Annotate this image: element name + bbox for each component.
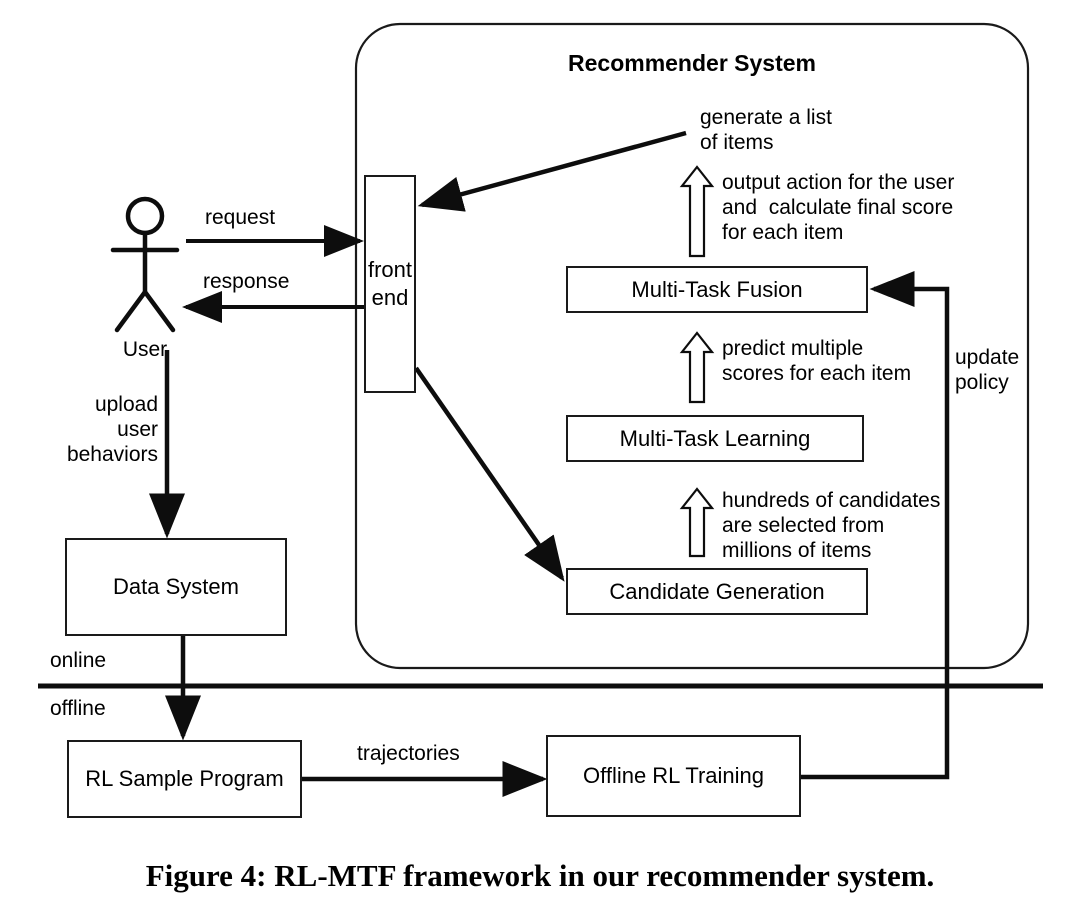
edge-label-update-policy: update policy (955, 346, 1020, 394)
node-candidate-generation[interactable]: Candidate Generation (566, 568, 868, 615)
user-stick-figure (110, 196, 180, 333)
node-multi-task-learning[interactable]: Multi-Task Learning (566, 415, 864, 462)
recommender-system-boundary (354, 22, 1030, 670)
front-end-label-line1: front (367, 257, 413, 282)
recommender-system-title: Recommender System (568, 50, 816, 76)
node-front-end[interactable]: front end (364, 175, 416, 393)
edge-label-response: response (203, 270, 290, 293)
edge-label-upload-user-behaviors: upload user behaviors (66, 393, 158, 466)
node-multi-task-fusion[interactable]: Multi-Task Fusion (566, 266, 868, 313)
hollow-arrow-predict-scores (679, 331, 715, 404)
label-offline: offline (50, 697, 106, 720)
edge-label-generate-list: generate a list of items (700, 106, 832, 154)
node-data-system[interactable]: Data System (65, 538, 287, 636)
label-online: online (50, 649, 107, 672)
edge-label-trajectories: trajectories (357, 742, 460, 765)
figure-caption: Figure 4: RL-MTF framework in our recomm… (145, 858, 935, 893)
edge-label-predict-scores: predict multiple scores for each item (722, 337, 912, 385)
edge-frontend-to-candidate (414, 366, 565, 582)
hollow-arrow-output-action (679, 165, 715, 258)
hollow-arrow-hundreds-candidates (679, 487, 715, 558)
front-end-label-line2: end (371, 285, 409, 310)
edge-generate-list (417, 130, 687, 212)
edge-label-request: request (205, 206, 276, 229)
node-offline-rl-training[interactable]: Offline RL Training (546, 735, 801, 817)
edge-label-hundreds-candidates: hundreds of candidates are selected from… (722, 489, 941, 562)
node-rl-sample-program[interactable]: RL Sample Program (67, 740, 302, 818)
user-label: User (122, 338, 168, 361)
edge-label-output-action: output action for the user and calculate… (722, 171, 955, 244)
edge-update-policy (800, 271, 950, 780)
